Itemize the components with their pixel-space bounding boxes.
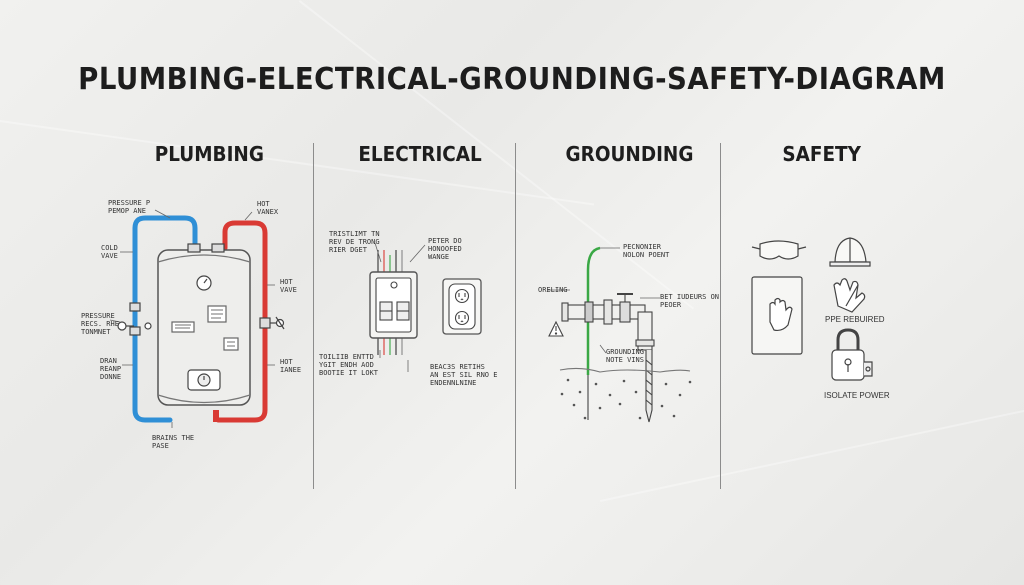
diagram-title: PLUMBING-ELECTRICAL-GROUNDING-SAFETY-DIA… — [78, 62, 946, 97]
electrical-panel-diagram — [369, 242, 482, 372]
label-electrical-top-right: PETER DO HONOOFED WANGE — [428, 237, 462, 261]
cold-water-pipe — [132, 215, 198, 423]
ppe-gloves-sign-icon — [751, 276, 803, 355]
ground-clamp — [584, 301, 594, 323]
label-cold-valve: COLD VAVE — [101, 244, 118, 260]
section-title-electrical: ELECTRICAL — [358, 142, 482, 166]
section-divider — [720, 143, 721, 489]
lockout-padlock-icon — [831, 328, 873, 381]
ground-wire — [586, 246, 601, 375]
grounding-diagram — [548, 246, 692, 423]
label-isolate-power: ISOLATE POWER — [824, 391, 890, 400]
label-electrical-bottom-right: BEAC3S RETIHS AN EST SIL RNO E ENDENNLNI… — [430, 363, 498, 387]
gloves-icon — [833, 278, 866, 313]
safety-icons — [751, 237, 873, 381]
label-ppe-required: PPE REBUIRED — [825, 315, 885, 324]
label-connection-point: PECNONIER NOLON POENT — [623, 243, 670, 259]
label-hot-valve: HOT VAVE — [280, 278, 297, 294]
label-grounding-right: BET IUDEURS ON PEOER — [660, 293, 720, 309]
hard-hat-icon — [829, 237, 871, 267]
hot-valve-icon — [259, 316, 285, 330]
pipe-valve-icon — [617, 293, 633, 323]
hot-water-pipe — [215, 220, 268, 423]
water-heater-tank — [157, 249, 251, 406]
ground-surface — [559, 367, 691, 373]
warning-plate — [223, 337, 239, 351]
section-divider — [515, 143, 516, 489]
label-hot-top: HOT VANEX — [257, 200, 279, 216]
warning-icon — [548, 320, 564, 337]
cold-valve-icon — [117, 302, 152, 336]
label-grounding-note: GROUNDING NOTE VINS — [606, 348, 644, 364]
label-pressure-valve: PRESSURE RECS. RHE TONMNET — [81, 312, 119, 336]
label-grounding-left: ORELING — [538, 286, 568, 294]
label-electrical-bottom-left: TOILIIB ENTTD YGIT ENDH AOD BOOTIE IT LO… — [319, 353, 379, 377]
section-divider — [313, 143, 314, 489]
safety-goggles-icon — [751, 240, 807, 260]
soil-texture — [560, 378, 692, 420]
label-drain: DRAN REANP DONNE — [100, 357, 122, 381]
water-heater-diagram — [109, 209, 285, 428]
warning-plate — [171, 321, 195, 333]
section-title-safety: SAFETY — [782, 142, 861, 166]
label-hot-bottom: HOT IANEE — [280, 358, 302, 374]
label-drain-base: BRAINS THE PASE — [152, 434, 195, 450]
section-title-grounding: GROUNDING — [565, 142, 694, 166]
label-pressure-relief: PRESSURE P PEMOP ANE — [108, 199, 151, 215]
label-electrical-top-left: TRISTLIMT TN REV DE TRONG RIER DGET — [329, 230, 380, 254]
section-title-plumbing: PLUMBING — [154, 142, 264, 166]
